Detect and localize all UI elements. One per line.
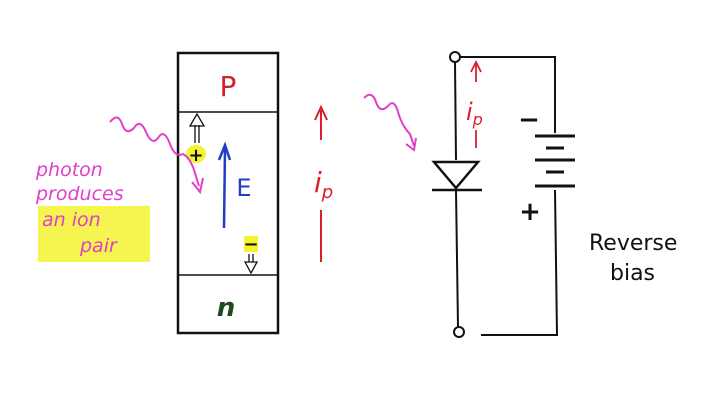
note-highlight — [38, 206, 150, 262]
bias-note-line-2: bias — [610, 261, 655, 286]
battery-plus-sign: + — [519, 197, 541, 227]
diode-symbol-icon — [431, 160, 482, 192]
battery-symbol-icon — [535, 134, 575, 188]
hole-sign: + — [188, 145, 203, 166]
battery-minus-sign: − — [518, 105, 540, 135]
electron-sign: − — [243, 234, 258, 255]
circuit-current-label: ip — [466, 98, 483, 129]
anode-terminal — [449, 51, 461, 63]
diode-cross-section: P n + − E ip — [35, 51, 333, 335]
cathode-terminal — [453, 326, 465, 338]
photon-note-line-2: produces — [35, 183, 124, 205]
bias-note: Reverse bias — [589, 231, 677, 286]
electron-highlight — [244, 236, 258, 252]
hole-drift-arrow-icon — [188, 112, 206, 143]
photon-note: photon produces an ion pair — [35, 159, 124, 257]
junction-outline — [176, 51, 280, 335]
bias-note-line-1: Reverse — [589, 231, 677, 256]
circuit-current-arrow-icon — [470, 59, 482, 82]
photon-arrow-icon — [109, 116, 204, 195]
circuit-photon-arrow-icon — [363, 93, 417, 152]
photon-note-line-3: an ion — [42, 209, 101, 231]
p-region-label: P — [220, 70, 237, 103]
bias-circuit: − + ip Reverse bias — [363, 51, 677, 338]
n-region-label: n — [217, 293, 236, 323]
photocurrent-arrow-up-icon — [314, 104, 328, 140]
field-label: E — [236, 174, 251, 202]
photocurrent-label: ip — [314, 166, 333, 203]
photon-note-line-4: pair — [79, 235, 118, 257]
electron-drift-arrow-icon — [243, 254, 259, 275]
circuit-wires — [454, 56, 559, 336]
hole-highlight — [186, 145, 206, 163]
field-arrow-icon — [217, 141, 232, 229]
photon-note-line-1: photon — [35, 159, 103, 181]
